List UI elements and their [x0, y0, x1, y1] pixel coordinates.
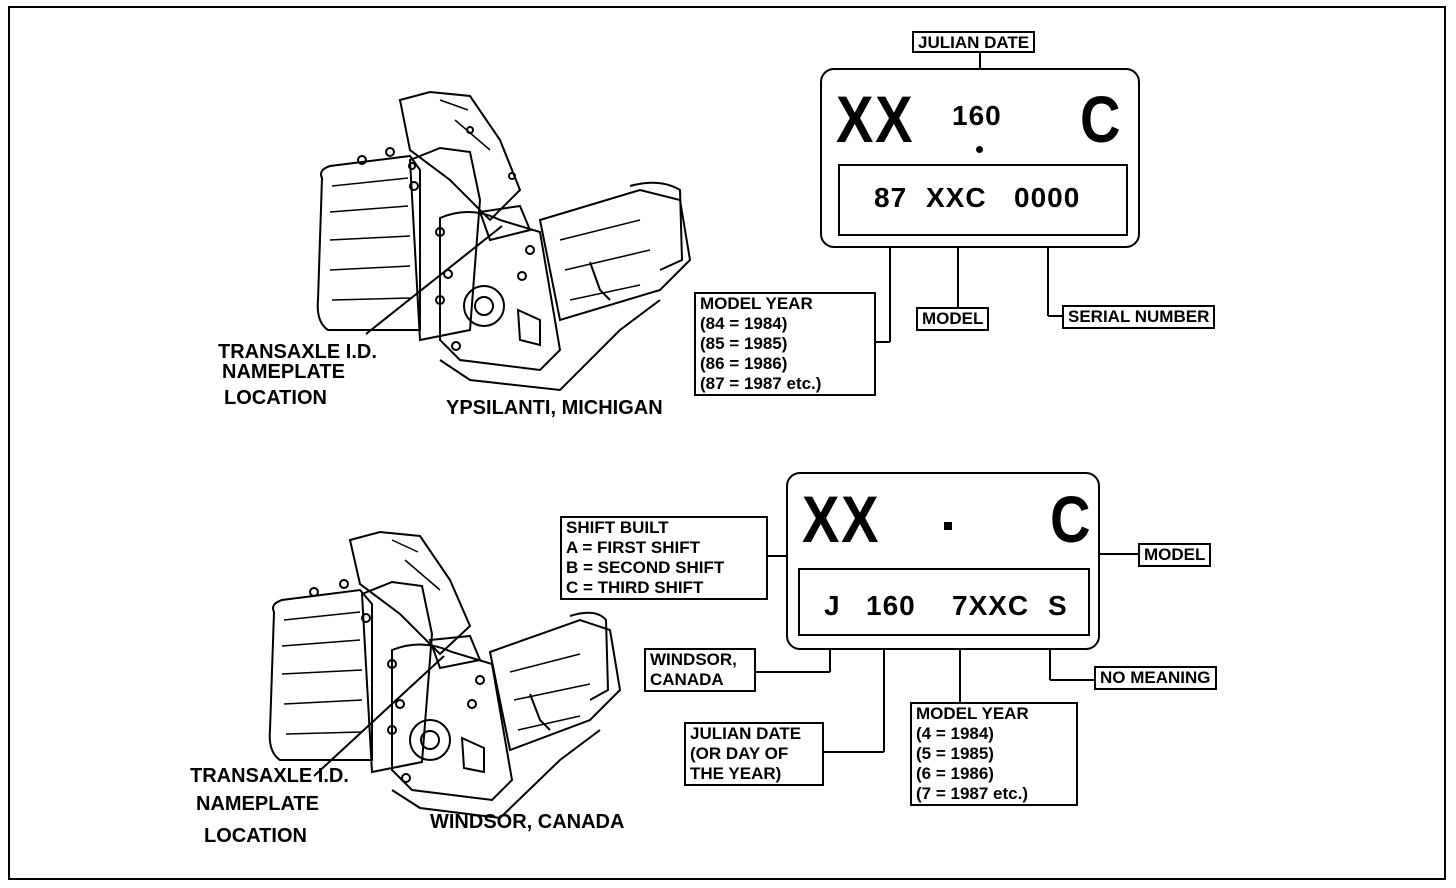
no-meaning-label: NO MEANING: [1094, 666, 1217, 690]
model-year-line-1: (84 = 1984): [700, 314, 788, 333]
location-label-line3-top: LOCATION: [224, 387, 327, 409]
location-label-line2-bottom: NAMEPLATE: [196, 793, 319, 815]
model-year-label-top: MODEL YEAR (84 = 1984) (85 = 1985) (86 =…: [694, 292, 876, 396]
julian-line-0: JULIAN DATE: [690, 724, 802, 743]
shift-built-label: SHIFT BUILT A = FIRST SHIFT B = SECOND S…: [560, 516, 768, 600]
plant-caption-ypsilanti: YPSILANTI, MICHIGAN: [446, 397, 663, 419]
model-label-bottom: MODEL: [1138, 543, 1212, 567]
model-year-b-line-4: (7 = 1987 etc.): [916, 784, 1028, 803]
shift-built-line-0: SHIFT BUILT: [566, 518, 669, 537]
julian-date-label-top: JULIAN DATE: [912, 31, 1036, 53]
model-year-b-line-3: (6 = 1986): [916, 764, 994, 783]
location-label-line1-top: TRANSAXLE I.D.: [218, 341, 377, 363]
model-year-line-0: MODEL YEAR: [700, 294, 813, 313]
plate1-model: XXC: [926, 182, 987, 213]
model-year-b-line-0: MODEL YEAR: [916, 704, 1029, 723]
plant-caption-windsor: WINDSOR, CANADA: [430, 811, 625, 833]
location-label-line1-bottom: TRANSAXLE I.D.: [190, 765, 349, 787]
plate1-dot: [976, 146, 983, 153]
plate2-julian: 160: [866, 590, 916, 621]
plate1-left-code: XX: [836, 82, 915, 156]
model-label-top: MODEL: [916, 307, 990, 331]
julian-date-label-bottom: JULIAN DATE (OR DAY OF THE YEAR): [684, 722, 824, 786]
model-year-line-2: (85 = 1985): [700, 334, 788, 353]
transaxle-illustration-bottom: [268, 530, 622, 820]
leader-line-bottom: [313, 655, 445, 777]
serial-number-label: SERIAL NUMBER: [1062, 305, 1216, 329]
location-label-line3-bottom: LOCATION: [204, 825, 307, 847]
model-text-bottom: MODEL: [1144, 545, 1206, 564]
windsor-line-0: WINDSOR,: [650, 650, 737, 669]
model-year-label-bottom: MODEL YEAR (4 = 1984) (5 = 1985) (6 = 19…: [910, 702, 1078, 806]
leader-line-top: [365, 225, 503, 335]
plate2-left-code: XX: [802, 482, 881, 556]
plate1-inner-box: 87 XXC 0000: [838, 164, 1128, 236]
location-label-line2-top: NAMEPLATE: [222, 361, 345, 383]
nameplate-bottom: XX C J 160 7XXC S: [786, 472, 1100, 650]
windsor-canada-label: WINDSOR, CANADA: [644, 648, 756, 692]
no-meaning-text: NO MEANING: [1100, 668, 1211, 687]
model-year-line-3: (86 = 1986): [700, 354, 788, 373]
shift-built-line-1: A = FIRST SHIFT: [566, 538, 700, 557]
plate2-right-code: C: [1050, 482, 1093, 556]
plate2-suffix: S: [1048, 590, 1068, 621]
windsor-line-1: CANADA: [650, 670, 724, 689]
shift-built-line-3: C = THIRD SHIFT: [566, 578, 704, 597]
julian-date-text: JULIAN DATE: [918, 33, 1030, 52]
serial-number-text: SERIAL NUMBER: [1068, 307, 1210, 326]
plate2-shift-code: J: [824, 590, 841, 621]
model-year-b-line-1: (4 = 1984): [916, 724, 994, 743]
nameplate-top: XX 160 C 87 XXC 0000: [820, 68, 1140, 248]
plate2-dot: [944, 522, 952, 530]
julian-line-1: (OR DAY OF: [690, 744, 789, 763]
plate1-serial: 0000: [1014, 182, 1081, 213]
diagram-frame: [8, 6, 1446, 880]
shift-built-line-2: B = SECOND SHIFT: [566, 558, 725, 577]
julian-line-2: THE YEAR): [690, 764, 782, 783]
plate1-center-code: 160: [952, 100, 1002, 131]
plate2-model: 7XXC: [952, 590, 1030, 621]
transaxle-illustration-top: [316, 90, 692, 392]
model-year-b-line-2: (5 = 1985): [916, 744, 994, 763]
plate1-right-code: C: [1080, 82, 1123, 156]
plate1-model-year: 87: [874, 182, 908, 213]
model-year-line-4: (87 = 1987 etc.): [700, 374, 822, 393]
model-text-top: MODEL: [922, 309, 984, 328]
plate2-inner-box: J 160 7XXC S: [798, 568, 1090, 636]
